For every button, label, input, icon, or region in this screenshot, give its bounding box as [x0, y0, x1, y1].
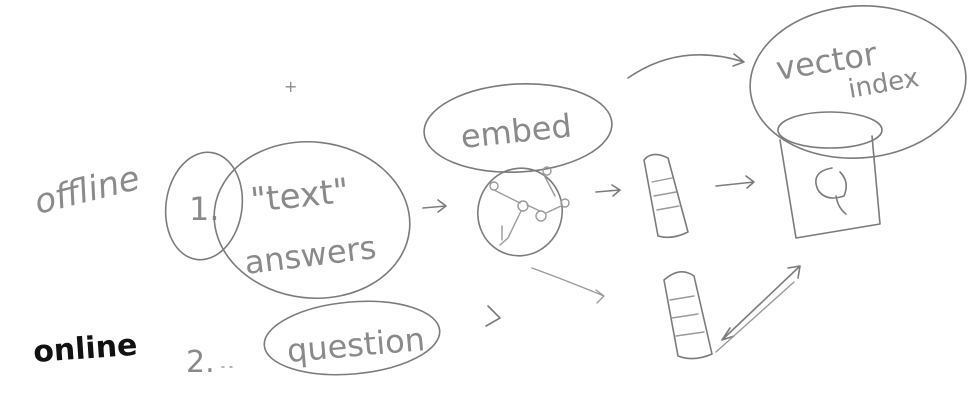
double-arrow-secondary-line [715, 281, 795, 353]
embedding-graph [477, 166, 570, 257]
arrow-graph-to-doc-top [595, 184, 621, 197]
document-top-icon [643, 153, 689, 239]
embed-label: embed [459, 107, 574, 156]
vector-index-ellipse [749, 5, 967, 159]
document-bottom-icon [663, 271, 713, 360]
online-label: online [32, 328, 138, 370]
answers-label: answers [242, 228, 378, 282]
offline-label: offline [31, 158, 144, 223]
step2-label: 2. [186, 345, 215, 380]
vector-index-box [777, 111, 883, 239]
plus-mark: + [284, 77, 297, 96]
arrow-answers-to-graph [422, 199, 447, 213]
question-ellipse [263, 300, 441, 376]
arrow-graph-to-doc-bottom [531, 267, 605, 304]
text-label: "text" [249, 171, 351, 221]
arrow-doc-to-index [715, 175, 755, 189]
text-answers-ellipse [213, 140, 411, 300]
step1-circle [164, 151, 244, 261]
double-arrow-doc-index [721, 265, 801, 341]
arrow-embed-to-vector [627, 53, 745, 79]
arrow-question-to-doc [485, 305, 501, 327]
embed-ellipse [423, 82, 613, 174]
